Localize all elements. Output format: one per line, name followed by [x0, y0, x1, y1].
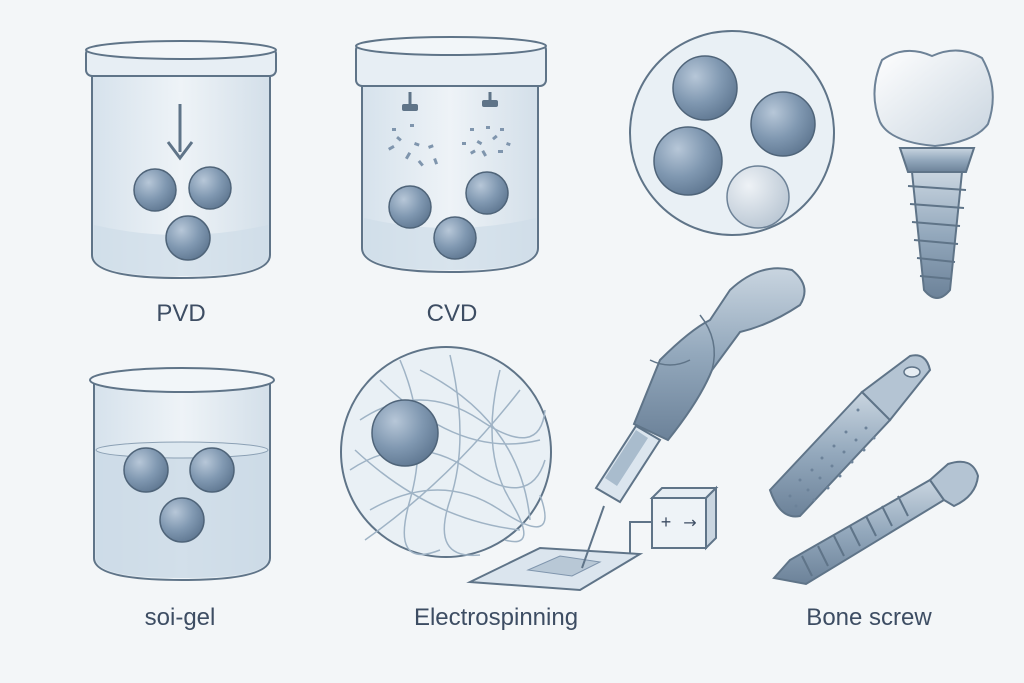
sphere — [750, 91, 816, 157]
pvd-chamber — [85, 40, 277, 280]
power-wire — [629, 521, 652, 554]
bone-screw-textured — [768, 354, 932, 518]
sphere — [371, 399, 439, 467]
nozzle-icon — [402, 92, 418, 111]
sphere — [159, 497, 205, 543]
syringe-handle — [632, 267, 806, 442]
sphere — [188, 166, 232, 210]
sphere — [189, 447, 235, 493]
label-sol-gel: soi-gel — [144, 604, 216, 631]
label-cvd: CVD — [426, 300, 478, 327]
bone-screw-threaded — [772, 460, 980, 586]
arrow-right-icon: → — [683, 513, 696, 532]
particles-magnified-view — [629, 30, 835, 236]
arrow-down-icon — [166, 104, 194, 161]
sphere — [433, 216, 477, 260]
sphere — [672, 55, 738, 121]
sphere — [133, 168, 177, 212]
sphere — [653, 126, 723, 196]
nozzle-icon — [482, 92, 498, 107]
cvd-chamber — [355, 36, 547, 274]
sphere — [165, 215, 211, 261]
label-bone-screw: Bone screw — [806, 604, 932, 631]
sphere — [388, 185, 432, 229]
electrospinning-setup: + → — [466, 267, 806, 592]
sphere — [726, 165, 790, 229]
label-electrospinning: Electrospinning — [413, 604, 579, 631]
sphere — [465, 171, 509, 215]
nanofiber-magnified-view — [340, 346, 552, 558]
needle — [581, 505, 605, 569]
dental-implant — [873, 49, 994, 299]
sol-gel-beaker — [89, 367, 275, 582]
power-supply: + → — [649, 485, 719, 551]
label-pvd: PVD — [156, 300, 206, 327]
nanofiber-mesh — [349, 354, 546, 557]
vapor-particles — [388, 124, 511, 167]
plus-icon: + — [661, 512, 672, 532]
sphere — [123, 447, 169, 493]
